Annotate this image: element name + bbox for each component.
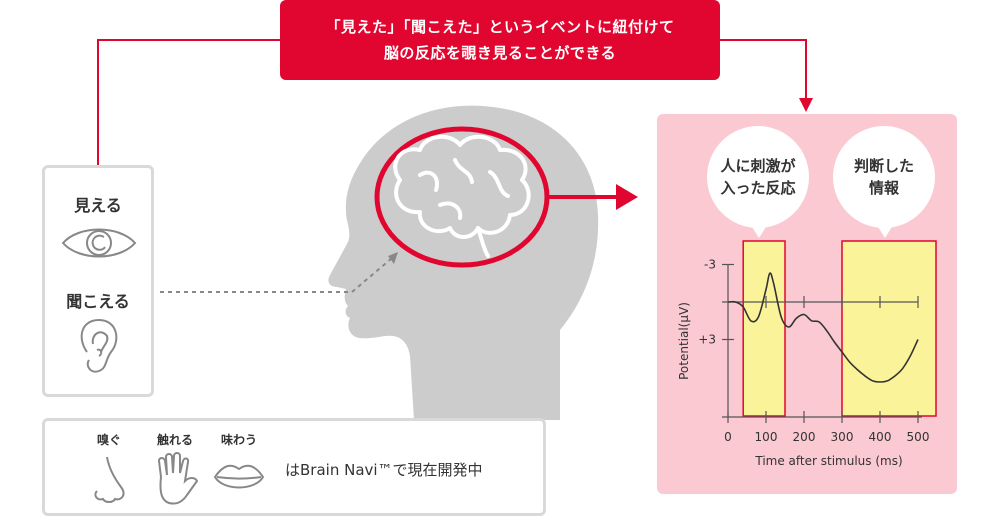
lips-icon: [213, 464, 265, 489]
x-axis-label: Time after stimulus (ms): [754, 454, 902, 468]
judgment-bubble-line-1: 判断した: [853, 157, 914, 175]
x-tick-label: 0: [724, 430, 732, 444]
connector-line: [97, 39, 280, 165]
smell-label: 嗅ぐ: [96, 433, 121, 447]
highlight-window-1: [742, 240, 786, 417]
taste-label: 味わう: [220, 433, 257, 447]
senses-box: 見える 聞こえる: [42, 165, 154, 397]
eye-icon: [61, 228, 137, 258]
nose-icon: [94, 456, 125, 503]
bubble-tails: [749, 222, 895, 238]
brain-to-chart-arrowhead: [616, 184, 638, 210]
y-tick-label: -3: [704, 258, 716, 272]
stimulus-bubble: 人に刺激が 入った反応: [707, 126, 809, 228]
highlight-window-2: [841, 240, 937, 417]
brain-icon: [393, 134, 531, 258]
connector-line-right: [720, 39, 807, 100]
x-tick-label: 300: [831, 430, 854, 444]
stimulus-bubble-line-2: 入った反応: [720, 179, 796, 197]
development-note: はBrain Navi™で現在開発中: [285, 461, 483, 479]
x-tick-label: 500: [907, 430, 930, 444]
headline-line-1: 「見えた」「聞こえた」というイベントに紐付けて: [325, 18, 675, 36]
touch-label: 触れる: [156, 433, 193, 447]
arrowhead-down: [799, 98, 813, 112]
judgment-bubble: 判断した 情報: [833, 126, 935, 228]
eeg-waveform: [727, 272, 919, 383]
judgment-bubble-line-2: 情報: [868, 179, 899, 197]
x-tick-label: 200: [793, 430, 816, 444]
ear-icon: [80, 318, 118, 373]
see-label: 見える: [74, 196, 122, 215]
eeg-panel: 人に刺激が 入った反応 判断した 情報 -3 +3 0 100 200 300 400 500…: [657, 114, 957, 494]
x-tick-label: 100: [755, 430, 778, 444]
y-tick-label: +3: [698, 333, 716, 347]
future-senses-box: 嗅ぐ 触れる 味わう はBrain Navi™で現在開発中: [42, 418, 546, 516]
stimulus-bubble-line-1: 人に刺激が: [720, 157, 796, 175]
x-tick-label: 400: [869, 430, 892, 444]
headline-line-2: 脳の反応を覗き見ることができる: [383, 44, 617, 62]
stimulus-dotted-arrow: [351, 257, 393, 293]
dotted-arrowhead: [388, 252, 398, 264]
headline-banner: 「見えた」「聞こえた」というイベントに紐付けて 脳の反応を覗き見ることができる: [280, 0, 720, 80]
y-axis-label: Potential(μV): [677, 302, 691, 380]
hear-label: 聞こえる: [66, 292, 130, 311]
hand-icon: [157, 452, 199, 505]
